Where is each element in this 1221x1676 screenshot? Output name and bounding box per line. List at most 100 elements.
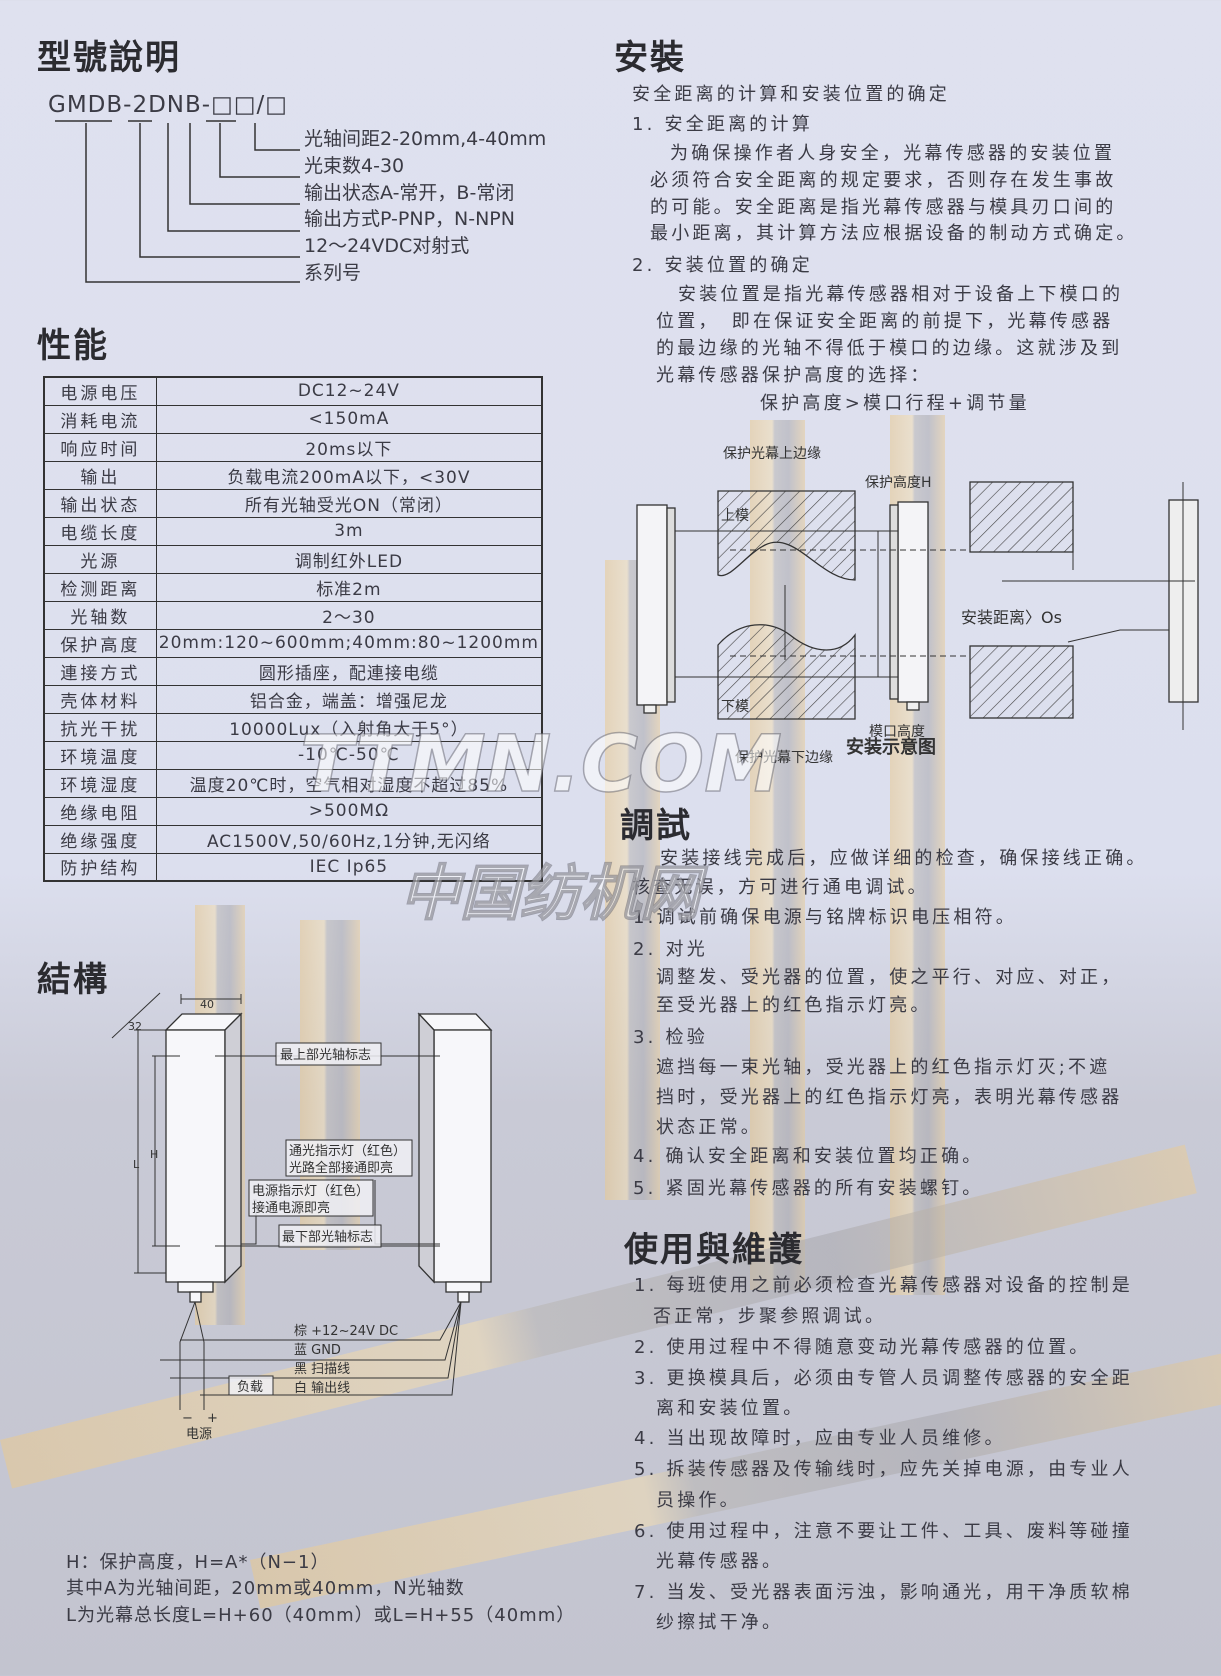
power-plus: + bbox=[207, 1411, 218, 1426]
spec-row: 环境温度-10℃-50℃ bbox=[43, 740, 543, 770]
spec-value: AC1500V,50/60Hz,1分钟,无闪络 bbox=[155, 824, 543, 854]
spec-label: 响应时间 bbox=[43, 432, 157, 462]
debug-line: 挡时，受光器上的红色指示灯亮，表明光幕传感器 bbox=[656, 1087, 1123, 1108]
spec-label: 输出状态 bbox=[43, 488, 157, 518]
debug-title: 調試 bbox=[620, 806, 692, 846]
label-power-indicator: 电源指示灯（红色） bbox=[252, 1183, 369, 1199]
spec-value: 温度20℃时，空气相对湿度不超过85% bbox=[155, 768, 543, 798]
spec-value: -10℃-50℃ bbox=[155, 740, 543, 770]
wire-blue: 蓝 GND bbox=[294, 1343, 341, 1358]
dim-depth-label: 32 bbox=[128, 1020, 142, 1033]
wire-brown: 棕 +12~24V DC bbox=[294, 1324, 398, 1339]
spec-label: 光轴数 bbox=[43, 600, 157, 630]
watermark-logo: TTMN.COM bbox=[299, 719, 782, 811]
install-heading-1: 1. 安全距离的计算 bbox=[632, 114, 813, 135]
install-para-line: 的可能。安全距离是指光幕传感器与模具刃口间的 bbox=[650, 197, 1117, 218]
model-title: 型號說明 bbox=[37, 38, 181, 78]
spec-label: 防护结构 bbox=[43, 852, 157, 882]
spec-value: IEC Ip65 bbox=[155, 852, 543, 882]
debug-line: 2. 对光 bbox=[633, 939, 708, 960]
install-para-line: 最小距离，其计算方法应根据设备的制动方式确定。 bbox=[650, 223, 1138, 244]
dim-H-label: H bbox=[150, 1148, 158, 1161]
install-para-line: 必须符合安全距离的规定要求，否则存在发生事故 bbox=[650, 170, 1117, 191]
receiver bbox=[897, 501, 929, 703]
install-para-line: 位置， 即在保证安全距离的前提下，光幕传感器 bbox=[656, 311, 1114, 332]
install-diagram: 保护光幕上边缘 保护高度H 上模 下模 模口高度 保护光幕下边缘 安装距离〉Os bbox=[636, 446, 1199, 766]
annotation-output-mode: 输出方式P-PNP，N-NPN bbox=[304, 208, 515, 230]
spec-row: 消耗电流<150mA bbox=[43, 404, 543, 434]
label-upper-die: 上模 bbox=[721, 508, 749, 524]
note-l-formula: L为光幕总长度L=H+60（40mm）或L=H+55（40mm） bbox=[66, 1605, 576, 1626]
spec-value: 2～30 bbox=[155, 600, 543, 630]
label-upper-edge: 保护光幕上边缘 bbox=[723, 446, 821, 462]
spec-label: 連接方式 bbox=[43, 656, 157, 686]
debug-line: 5. 紧固光幕传感器的所有安装螺钉。 bbox=[633, 1178, 984, 1199]
spec-value: 圆形插座，配連接电缆 bbox=[155, 656, 543, 686]
label-protection-height: 保护高度H bbox=[865, 474, 932, 491]
maintenance-line: 否正常，步聚参照调试。 bbox=[653, 1306, 887, 1327]
debug-line: 核查无误，方可进行通电调试。 bbox=[632, 877, 929, 898]
emitter bbox=[636, 504, 668, 706]
debug-line: 安装接线完成后，应做详细的检查，确保接线正确。 bbox=[660, 848, 1148, 869]
debug-line: 1.调试前确保电源与铭牌标识电压相符。 bbox=[633, 907, 1017, 928]
spec-value: 负载电流200mA以下，<30V bbox=[155, 460, 543, 490]
dim-width-label: 40 bbox=[200, 998, 214, 1011]
install-subtitle: 安全距离的计算和安装位置的确定 bbox=[632, 84, 950, 105]
note-h-formula: H：保护高度，H=A*（N−1） bbox=[66, 1552, 330, 1573]
maintenance-line: 7. 当发、受光器表面污浊，影响通光，用干净质软棉 bbox=[634, 1582, 1133, 1603]
spec-label: 绝缘电阻 bbox=[43, 796, 157, 826]
label-lower-die: 下模 bbox=[721, 699, 749, 715]
label-lower-edge: 保护光幕下边缘 bbox=[735, 750, 833, 766]
label-top-axis: 最上部光轴标志 bbox=[280, 1048, 371, 1063]
maintenance-line: 3. 更换模具后，必须由专管人员调整传感器的安全距 bbox=[634, 1368, 1133, 1389]
load-label: 负载 bbox=[237, 1380, 263, 1395]
structure-title: 結構 bbox=[37, 960, 109, 1000]
annotation-series: 系列号 bbox=[304, 262, 362, 284]
spec-row: 光源调制红外LED bbox=[43, 544, 543, 574]
install-para-line: 的最边缘的光轴不得低于模口的边缘。这就涉及到 bbox=[656, 338, 1123, 359]
maintenance-line: 1. 每班使用之前必须检查光幕传感器对设备的控制是 bbox=[634, 1275, 1133, 1296]
spec-row: 输出负载电流200mA以下，<30V bbox=[43, 460, 543, 490]
label-light-indicator-desc: 光路全部接通即亮 bbox=[289, 1160, 393, 1176]
spec-row: 绝缘电阻>500MΩ bbox=[43, 796, 543, 826]
debug-line: 4. 确认安全距离和安装位置均正确。 bbox=[633, 1146, 984, 1167]
spec-label: 壳体材料 bbox=[43, 684, 157, 714]
spec-label: 消耗电流 bbox=[43, 404, 157, 434]
spec-row: 输出状态所有光轴受光ON（常闭） bbox=[43, 488, 543, 518]
spec-value: 调制红外LED bbox=[155, 544, 543, 574]
spec-label: 绝缘强度 bbox=[43, 824, 157, 854]
maintenance-line: 2. 使用过程中不得随意变动光幕传感器的位置。 bbox=[634, 1337, 1091, 1358]
maintenance-line: 光幕传感器。 bbox=[656, 1551, 784, 1572]
install-diagram-caption: 安装示意图 bbox=[846, 737, 936, 758]
model-code: GMDB-2DNB-□□/□ bbox=[48, 92, 289, 118]
label-light-indicator: 通光指示灯（红色） bbox=[289, 1143, 406, 1159]
model-code-leader-lines bbox=[55, 120, 300, 283]
structure-diagram: 40 32 L H 最上部光轴标志 通光指示灯（红色） 光路全部接通即亮 电源指… bbox=[111, 992, 493, 1440]
annotation-output-state: 输出状态A-常开，B-常闭 bbox=[304, 182, 515, 204]
label-bottom-axis: 最下部光轴标志 bbox=[282, 1230, 373, 1245]
install-para-line: 安装位置是指光幕传感器相对于设备上下模口的 bbox=[678, 284, 1124, 305]
dim-L-label: L bbox=[133, 1158, 140, 1171]
annotation-beam-count: 光束数4-30 bbox=[304, 155, 405, 177]
debug-line: 调整发、受光器的位置，使之平行、对应、对正， bbox=[656, 967, 1123, 988]
debug-line: 遮挡每一束光轴，受光器上的红色指示灯灭;不遮 bbox=[656, 1057, 1111, 1078]
press-lower-block bbox=[969, 645, 1074, 719]
maintenance-line: 4. 当出现故障时，应由专业人员维修。 bbox=[634, 1428, 1006, 1449]
debug-line: 至受光器上的红色指示灯亮。 bbox=[656, 995, 932, 1016]
spec-label: 环境温度 bbox=[43, 740, 157, 770]
spec-value: 3m bbox=[155, 516, 543, 546]
install-formula: 保护高度>模口行程+调节量 bbox=[760, 393, 1030, 414]
maintenance-title: 使用與維護 bbox=[624, 1230, 804, 1270]
maintenance-line: 5. 拆装传感器及传输线时，应先关掉电源，由专业人 bbox=[634, 1459, 1133, 1480]
label-install-distance: 安装距离〉Os bbox=[961, 608, 1062, 627]
press-upper-block bbox=[969, 481, 1074, 553]
spec-value: 20ms以下 bbox=[155, 432, 543, 462]
annotation-axis-pitch: 光轴间距2-20mm,4-40mm bbox=[304, 128, 547, 150]
spec-label: 环境湿度 bbox=[43, 768, 157, 798]
spec-row: 連接方式圆形插座，配連接电缆 bbox=[43, 656, 543, 686]
